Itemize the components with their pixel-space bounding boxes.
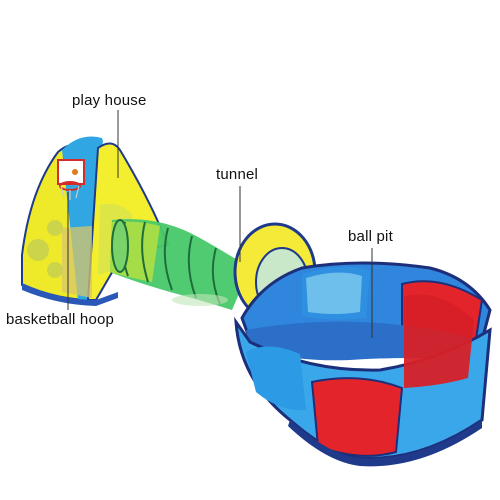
- ball-pit-pad-blue-front: [246, 346, 306, 411]
- tunnel: [110, 219, 250, 310]
- play-house-window-hole: [27, 239, 49, 261]
- play-house-interior: [62, 226, 92, 298]
- tunnel-shadow: [172, 294, 228, 306]
- basketball-hoop: [57, 159, 85, 200]
- play-house-window-hole: [47, 220, 63, 236]
- play-house-bottom-trim: [22, 283, 118, 306]
- play-house-label: play house: [72, 92, 147, 109]
- ball-pit-pad-red-right: [404, 294, 474, 388]
- tunnel-label: tunnel: [216, 166, 259, 183]
- ball-pit-label: ball pit: [348, 228, 393, 245]
- ball-pit-pad-red-front: [310, 377, 404, 457]
- ball-pit: [234, 261, 492, 467]
- ball-pit-pad-light: [306, 272, 362, 314]
- tunnel-opening: [111, 219, 129, 273]
- play-house-window-hole: [47, 262, 63, 278]
- basketball-hoop-label: basketball hoop: [6, 311, 115, 328]
- ball-pit-bottom-trim: [288, 420, 482, 467]
